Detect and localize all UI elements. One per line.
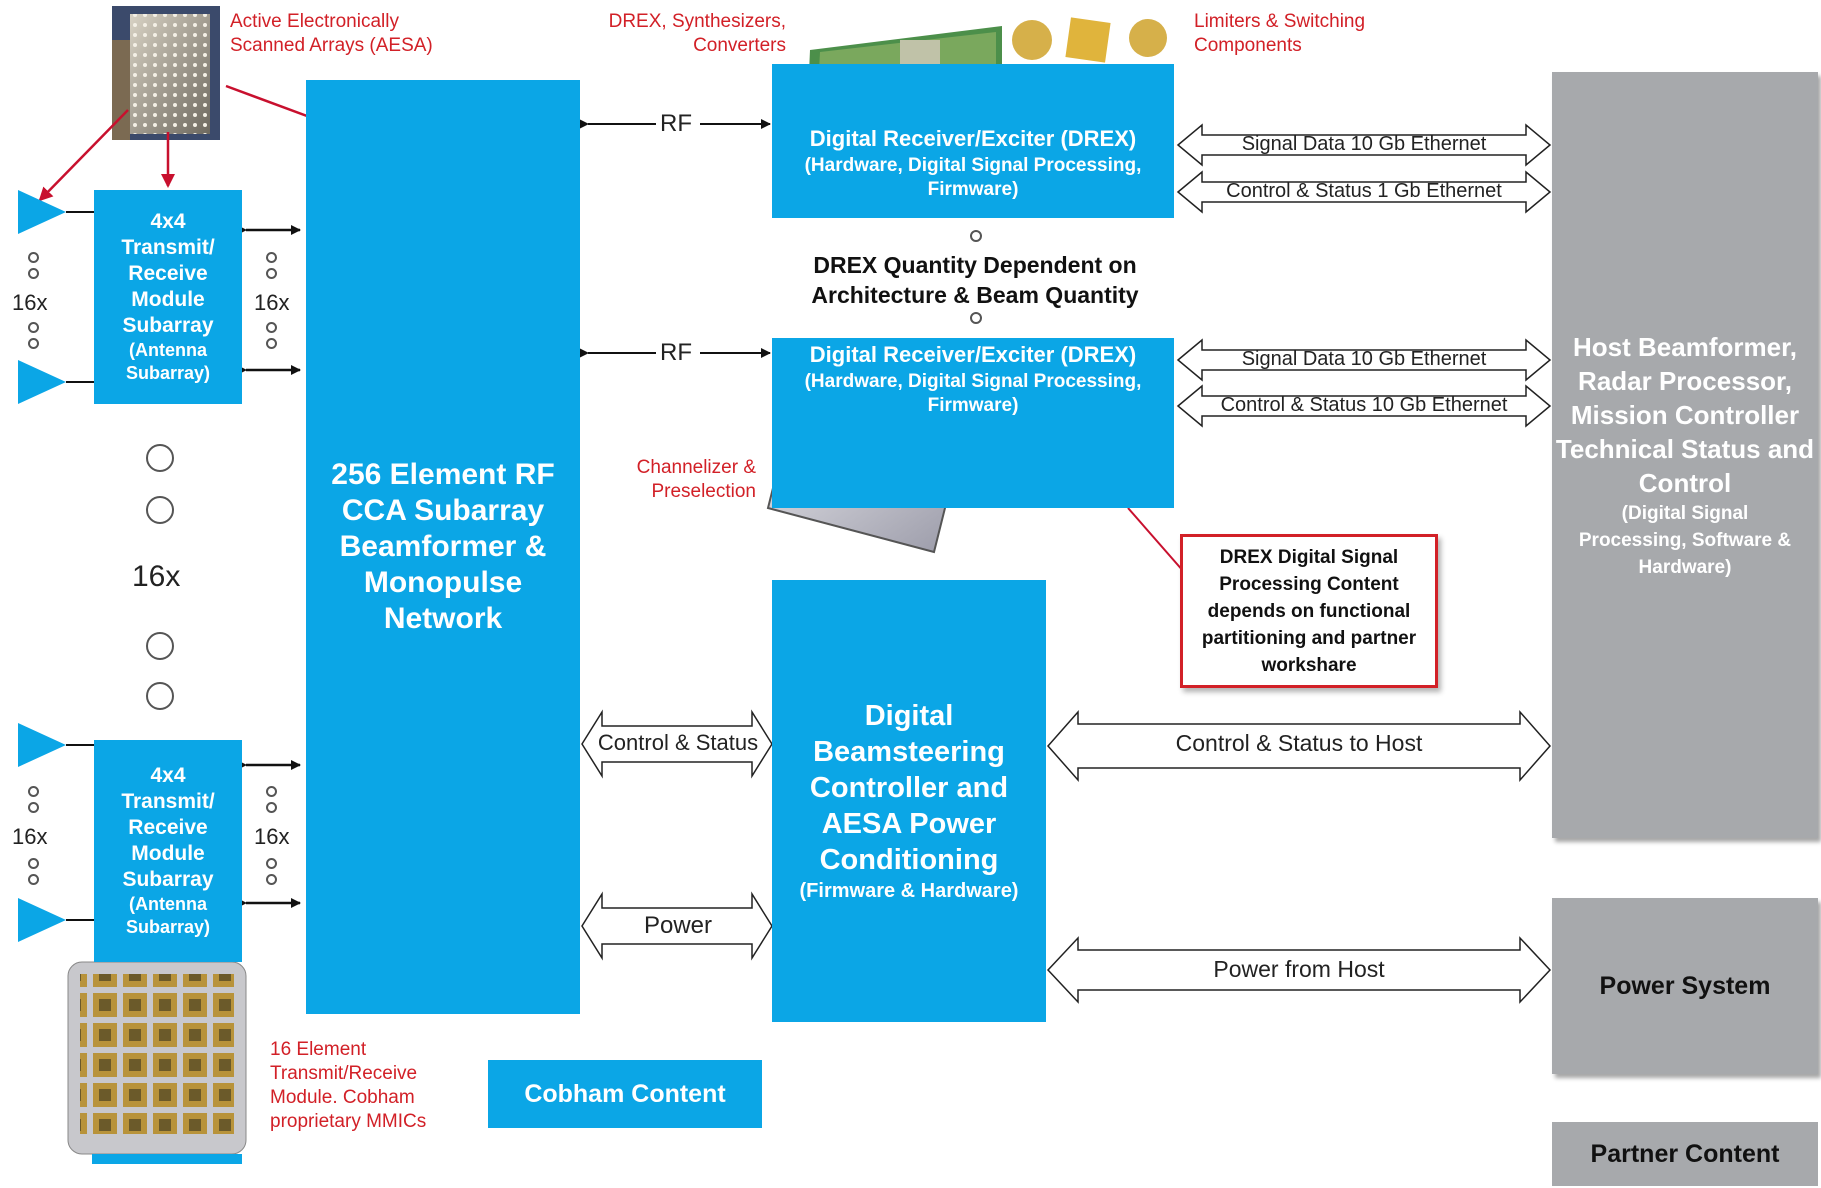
drex-quantity-note: DREX Quantity Dependent on Architecture … (811, 252, 1139, 308)
tr-beamformer-links (237, 225, 301, 908)
ellipsis-dot (28, 858, 39, 869)
drex-block-top: Digital Receiver/Exciter (DREX) (Hardwar… (772, 64, 1174, 218)
hollow-arrows (581, 123, 1552, 1004)
tr-module-bottom-line5: Subarray (122, 868, 214, 891)
count-label-16x: 16x (254, 824, 290, 849)
drex-top-subtitle: (Hardware, Digital Signal Processing, Fi… (804, 155, 1142, 200)
power-system-block: Power System (1552, 898, 1818, 1074)
ellipsis-dot (28, 252, 39, 263)
drex-bottom-title: Digital Receiver/Exciter (DREX) (809, 342, 1137, 367)
link-control-status-left: Control & Status (597, 730, 759, 755)
dbc-title: Digital Beamsteering Controller and AESA… (809, 700, 1009, 876)
count-label-16x: 16x (254, 290, 290, 315)
rf-label-top: RF (660, 110, 692, 137)
rf-arrows (579, 119, 771, 358)
link-signal-data-2: Signal Data 10 Gb Ethernet (1241, 348, 1487, 370)
ellipsis-dot (266, 252, 277, 263)
ellipsis-circle (146, 632, 174, 660)
ellipsis-dot (28, 268, 39, 279)
tr-module-top-line1: 4x4 (150, 210, 186, 233)
tr-module-top-line7: Subarray) (125, 363, 211, 383)
antenna-elements-top (18, 190, 94, 404)
limiters-callout: Limiters & Switching Components (1194, 11, 1366, 56)
legend-cobham: Cobham Content (488, 1060, 762, 1128)
ellipsis-dot (266, 802, 277, 813)
ellipsis-dot (28, 322, 39, 333)
aesa-callout: Active Electronically Scanned Arrays (AE… (230, 11, 433, 56)
ellipsis-dot (28, 338, 39, 349)
drex-synth-callout: DREX, Synthesizers, Converters (608, 11, 786, 56)
tr-module-top-line2: Transmit/ (121, 236, 215, 259)
tr-module-top: 4x4 Transmit/ Receive Module Subarray (A… (94, 190, 242, 404)
tr-module-bottom-line4: Module (131, 842, 205, 865)
ellipsis-dot (266, 874, 277, 885)
host-block: Host Beamformer, Radar Processor, Missio… (1552, 72, 1818, 838)
tr-module-top-line5: Subarray (122, 314, 214, 337)
ellipsis-dot (266, 786, 277, 797)
beamformer-title: 256 Element RF CCA Subarray Beamformer &… (331, 458, 555, 635)
beamformer-block: 256 Element RF CCA Subarray Beamformer &… (306, 80, 580, 1014)
dbc-block: Digital Beamsteering Controller and AESA… (772, 580, 1046, 1022)
link-control-to-host: Control & Status to Host (1175, 730, 1423, 756)
drex-block-bottom: Digital Receiver/Exciter (DREX) (Hardwar… (772, 338, 1174, 508)
host-title: Host Beamformer, Radar Processor, Missio… (1555, 331, 1815, 498)
link-control-status-1: Control & Status 1 Gb Ethernet (1226, 180, 1502, 202)
dbc-subtitle: (Firmware & Hardware) (799, 880, 1019, 902)
count-label-16x: 16x (12, 824, 48, 849)
host-subtitle: (Digital Signal Processing, Software & H… (1578, 502, 1792, 578)
link-control-status-2: Control & Status 10 Gb Ethernet (1220, 394, 1508, 416)
ellipsis-circle (146, 682, 174, 710)
element16-callout: 16 Element Transmit/Receive Module. Cobh… (270, 1039, 427, 1132)
ellipsis-dot (266, 338, 277, 349)
link-power-left: Power (643, 912, 713, 939)
link-signal-data-1: Signal Data 10 Gb Ethernet (1241, 133, 1487, 155)
rf-label-bottom: RF (660, 339, 692, 366)
drex-bottom-subtitle: (Hardware, Digital Signal Processing, Fi… (804, 371, 1142, 416)
ellipsis-circle (146, 496, 174, 524)
tr-module-top-line4: Module (131, 288, 205, 311)
ellipsis-dot (28, 786, 39, 797)
link-power-from-host: Power from Host (1213, 956, 1385, 982)
ellipsis-circle (146, 444, 174, 472)
tr-module-bottom: 4x4 Transmit/ Receive Module Subarray (A… (94, 740, 242, 962)
count-label-16x: 16x (12, 290, 48, 315)
ellipsis-dot (28, 874, 39, 885)
tr-module-bottom-line2: Transmit/ (121, 790, 215, 813)
channelizer-callout: Channelizer & Preselection (636, 457, 756, 502)
antenna-elements-bottom (18, 723, 94, 942)
tr-module-photo (67, 961, 247, 1164)
dsp-note-box: DREX Digital Signal Processing Content d… (1180, 534, 1438, 688)
ellipsis-dot (266, 268, 277, 279)
tr-module-bottom-line6: (Antenna (129, 894, 207, 914)
tr-module-bottom-line1: 4x4 (150, 764, 186, 787)
legend-partner: Partner Content (1552, 1122, 1818, 1186)
tr-module-top-line3: Receive (128, 262, 208, 285)
tr-module-bottom-line3: Receive (128, 816, 208, 839)
tr-module-top-line6: (Antenna (129, 340, 207, 360)
ellipsis-dot (970, 230, 982, 242)
tr-module-bottom-line7: Subarray) (125, 917, 211, 937)
ellipsis-dot (28, 802, 39, 813)
drex-top-title: Digital Receiver/Exciter (DREX) (809, 126, 1137, 151)
ellipsis-dot (266, 322, 277, 333)
ellipsis-dot (970, 312, 982, 324)
aesa-photo (112, 6, 220, 140)
count-label-16x-middle: 16x (132, 560, 181, 593)
ellipsis-dot (266, 858, 277, 869)
